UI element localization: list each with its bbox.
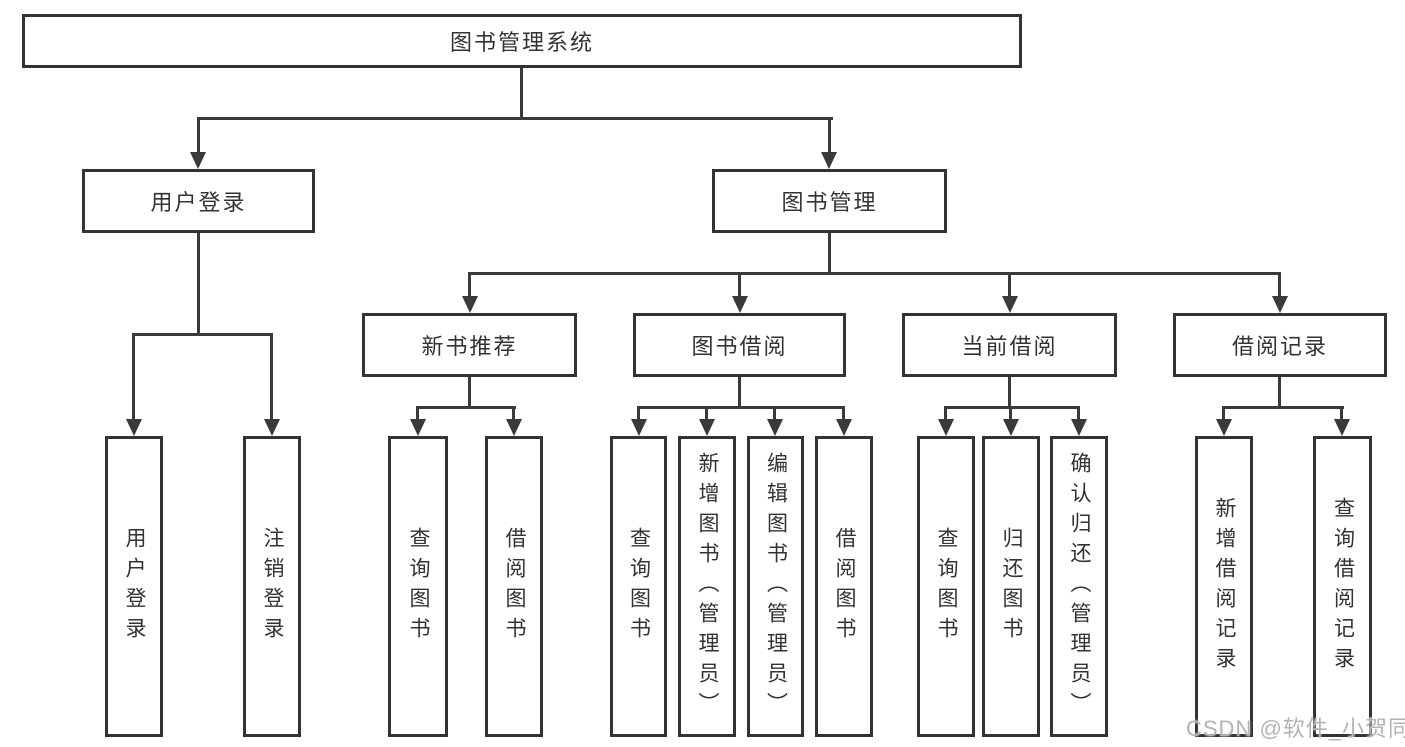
arrow-down-icon [1216, 419, 1232, 436]
arrow-down-icon [821, 152, 837, 169]
connector-leaf-stub [705, 406, 708, 422]
arrow-down-icon [126, 419, 142, 436]
leaf-user-login: 用户登录 [105, 436, 163, 737]
connector-to-new-book-recommend [468, 272, 471, 300]
arrow-down-icon [190, 152, 206, 169]
leaf-query-borrow-record: 查询借阅记录 [1313, 436, 1372, 737]
leaf-add-book-admin: 新增图书（管理员） [678, 436, 736, 737]
connector-to-book-borrow [738, 272, 741, 300]
arrow-down-icon [462, 296, 478, 313]
leaf-borrow-book-recommend: 借阅图书 [485, 436, 543, 737]
connector-leaf-stub [1222, 406, 1225, 422]
arrow-down-icon [1003, 419, 1019, 436]
leaf-edit-book-admin: 编辑图书（管理员） [747, 436, 804, 737]
leaf-query-book-borrow: 查询图书 [610, 436, 667, 737]
arrow-down-icon [1002, 296, 1018, 313]
connector-to-leaf-user-login [132, 333, 135, 423]
node-current-borrow: 当前借阅 [902, 313, 1117, 377]
leaf-add-borrow-record: 新增借阅记录 [1195, 436, 1253, 737]
connector-borrow-records-rail [1222, 406, 1344, 409]
node-book-management: 图书管理 [712, 169, 947, 233]
connector-root-stem [520, 68, 523, 118]
connector-book-borrow-stem [738, 377, 741, 408]
arrow-down-icon [506, 419, 522, 436]
connector-to-current-borrow [1008, 272, 1011, 300]
connector-to-leaf-logout [270, 333, 273, 423]
connector-leaf-stub [512, 406, 515, 422]
leaf-logout: 注销登录 [243, 436, 301, 737]
leaf-query-book-current: 查询图书 [917, 436, 975, 737]
connector-leaf-stub [1340, 406, 1343, 422]
leaf-borrow-book: 借阅图书 [815, 436, 873, 737]
leaf-return-book: 归还图书 [982, 436, 1040, 737]
connector-leaf-stub [842, 406, 845, 422]
connector-to-borrow-records [1278, 272, 1281, 300]
arrow-down-icon [732, 296, 748, 313]
arrow-down-icon [938, 419, 954, 436]
connector-new-book-recommend-rail [416, 406, 516, 409]
connector-root-to-user-login [197, 117, 200, 155]
arrow-down-icon [1272, 296, 1288, 313]
arrow-down-icon [1071, 419, 1087, 436]
watermark: CSDN @软件_小贺同学 [1186, 716, 1405, 741]
node-new-book-recommend: 新书推荐 [362, 313, 577, 377]
connector-leaf-stub [944, 406, 947, 422]
arrow-down-icon [631, 419, 647, 436]
connector-book-borrow-rail [637, 406, 845, 409]
connector-user-login-stem [197, 233, 200, 334]
node-root: 图书管理系统 [22, 14, 1022, 68]
arrow-down-icon [1334, 419, 1350, 436]
connector-user-login-rail [132, 333, 273, 336]
arrow-down-icon [836, 419, 852, 436]
node-borrow-records: 借阅记录 [1173, 313, 1387, 377]
arrow-down-icon [699, 419, 715, 436]
connector-current-borrow-rail [944, 406, 1080, 409]
connector-leaf-stub [1009, 406, 1012, 422]
connector-new-book-recommend-stem [468, 377, 471, 408]
arrow-down-icon [767, 419, 783, 436]
node-user-login: 用户登录 [82, 169, 315, 233]
connector-borrow-records-stem [1278, 377, 1281, 408]
connector-root-rail [197, 117, 833, 120]
connector-book-management-stem [828, 233, 831, 274]
arrow-down-icon [410, 419, 426, 436]
connector-leaf-stub [773, 406, 776, 422]
arrow-down-icon [264, 419, 280, 436]
connector-leaf-stub [416, 406, 419, 422]
connector-book-management-rail [468, 272, 1281, 275]
connector-root-to-book-management [828, 117, 831, 155]
leaf-query-book-recommend: 查询图书 [388, 436, 448, 737]
node-book-borrow: 图书借阅 [633, 313, 846, 377]
leaf-confirm-return-admin: 确认归还（管理员） [1050, 436, 1108, 737]
connector-current-borrow-stem [1008, 377, 1011, 408]
connector-leaf-stub [637, 406, 640, 422]
connector-leaf-stub [1077, 406, 1080, 422]
